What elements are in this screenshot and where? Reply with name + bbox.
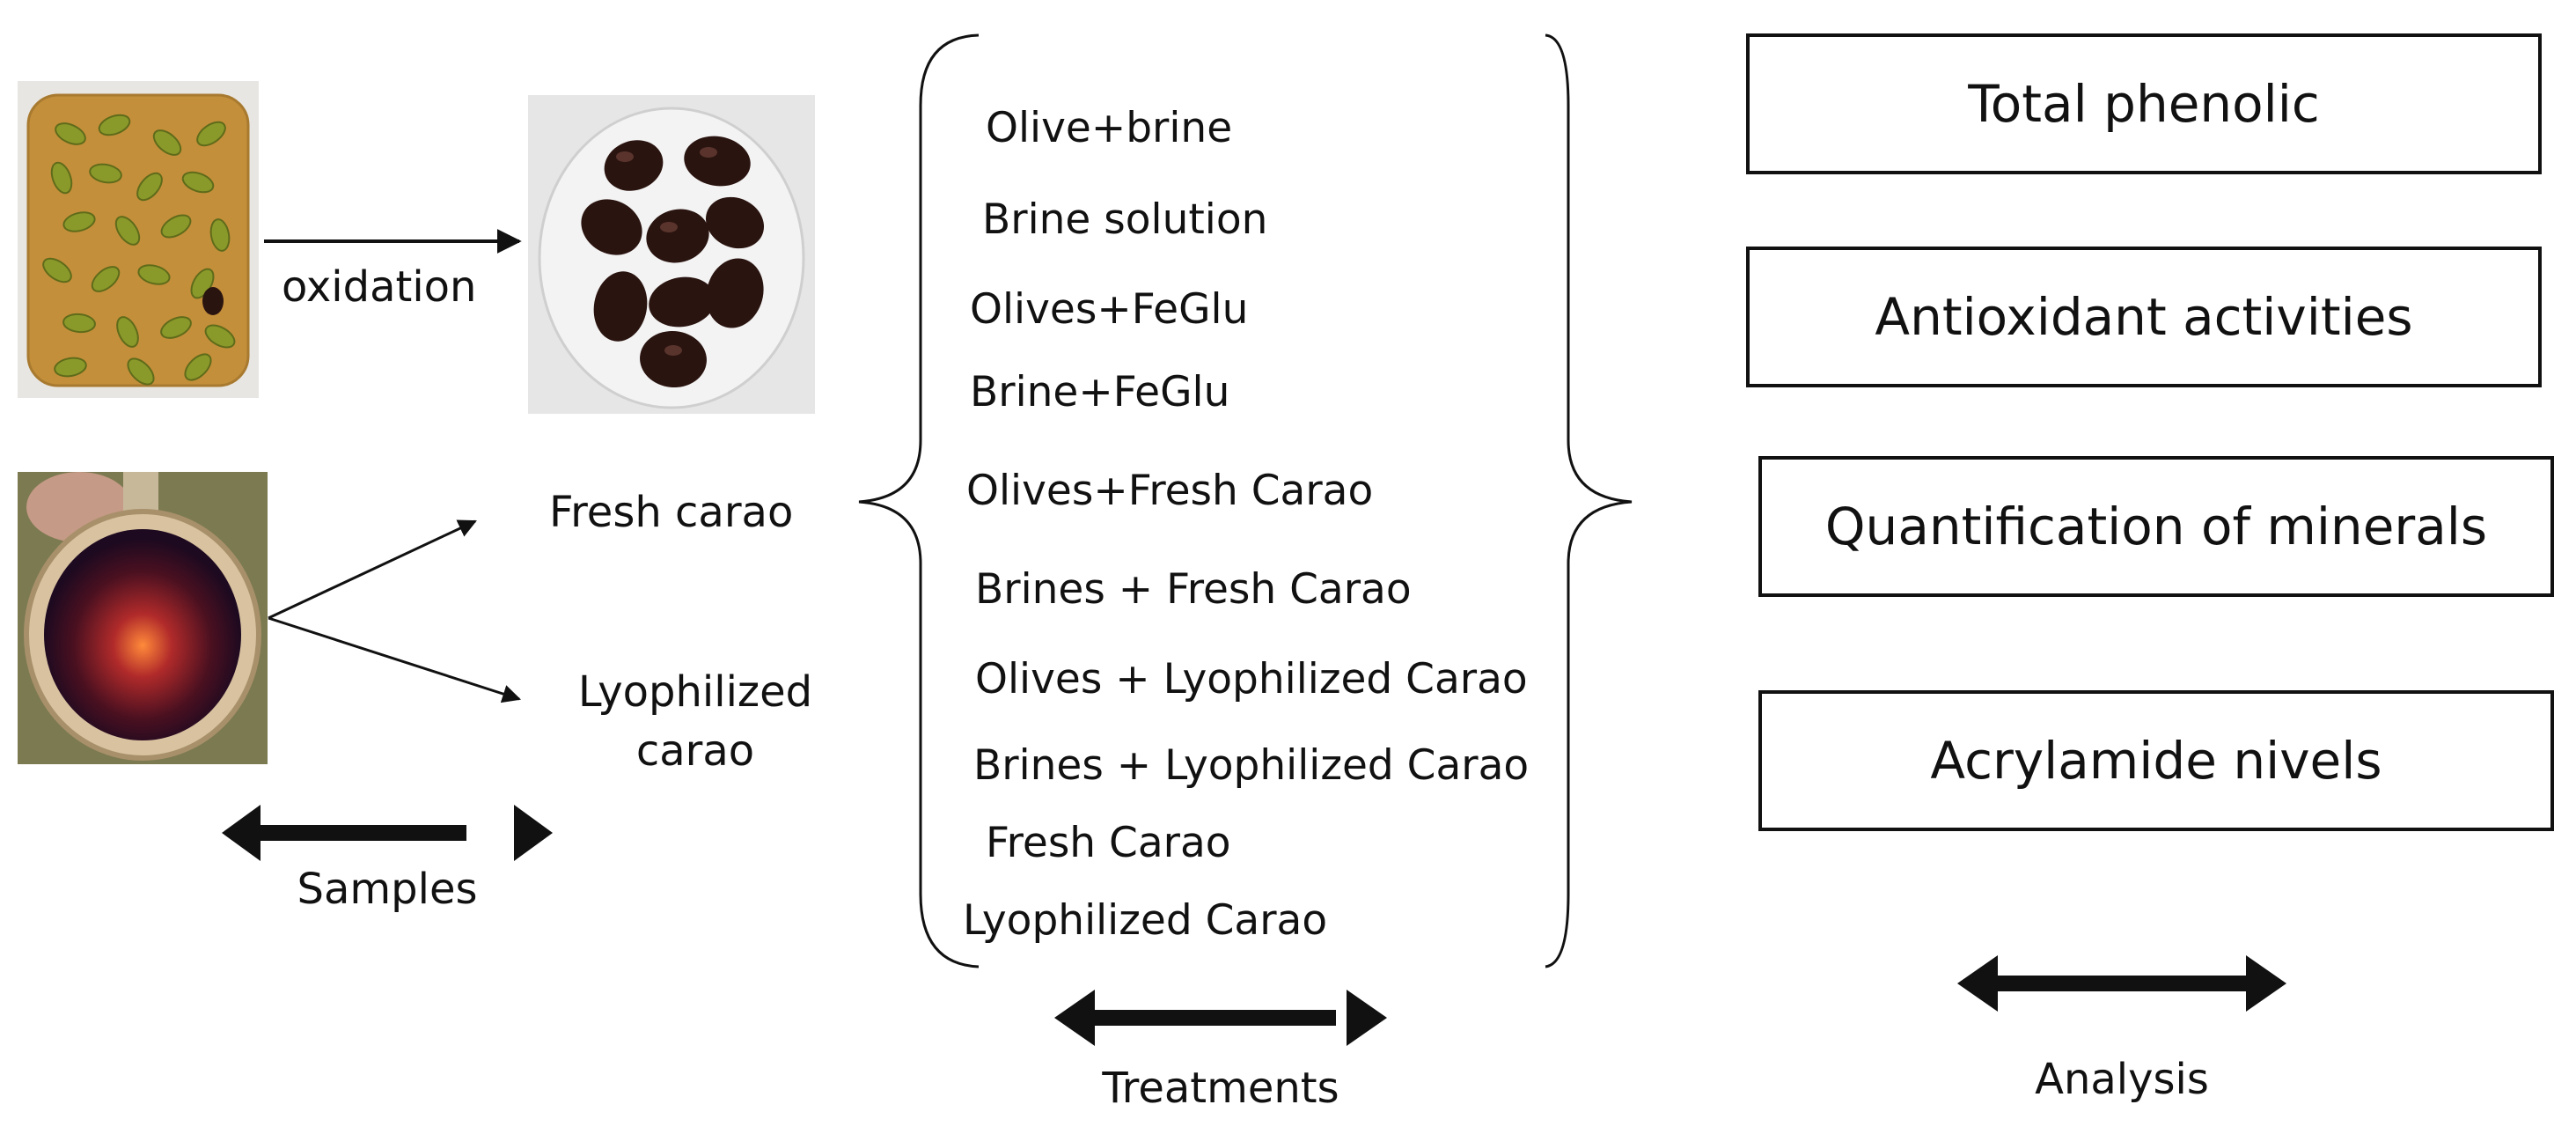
treatment-item: Brines + Lyophilized Carao	[973, 741, 1530, 790]
oxidation-label: oxidation	[282, 262, 477, 312]
carao-pod-photo	[18, 472, 268, 764]
samples-double-arrow	[222, 805, 553, 861]
treatment-item: Lyophilized Carao	[963, 896, 1328, 945]
analysis-caption: Analysis	[2035, 1055, 2209, 1104]
green-olives-in-brine-photo	[18, 81, 259, 398]
analysis-box-antioxidant-activities: Antioxidant activities	[1746, 247, 2542, 387]
lyophilized-carao-line2: carao	[635, 725, 755, 776]
treatments-caption: Treatments	[1102, 1064, 1339, 1113]
samples-caption: Samples	[297, 865, 478, 914]
treatment-item: Brine solution	[982, 195, 1268, 244]
treatment-item: Olives+Fresh Carao	[966, 467, 1374, 515]
lyophilized-carao-line1: Lyophilized	[577, 667, 813, 717]
black-olives-photo	[528, 95, 815, 414]
analysis-box-minerals: Quantification of minerals	[1758, 456, 2554, 597]
treatment-item: Brines + Fresh Carao	[975, 565, 1412, 614]
treatment-item: Olives+FeGlu	[970, 285, 1249, 334]
treatment-item: Fresh Carao	[986, 819, 1231, 867]
analysis-box-acrylamide: Acrylamide nivels	[1758, 690, 2554, 831]
analysis-box-total-phenolic: Total phenolic	[1746, 33, 2542, 174]
fresh-carao-arrow	[268, 519, 477, 620]
lyophilized-carao-arrow	[268, 616, 521, 703]
treatment-item: Olive+brine	[986, 104, 1233, 152]
lyophilized-carao-label: Lyophilized carao	[563, 669, 827, 775]
treatments-list: Olive+brine Brine solution Olives+FeGlu …	[950, 102, 1584, 947]
analysis-double-arrow	[1957, 955, 2286, 1012]
treatments-double-arrow	[1054, 990, 1387, 1046]
treatment-item: Olives + Lyophilized Carao	[975, 655, 1528, 703]
fresh-carao-label: Fresh carao	[549, 488, 794, 537]
treatment-item: Brine+FeGlu	[970, 368, 1230, 416]
